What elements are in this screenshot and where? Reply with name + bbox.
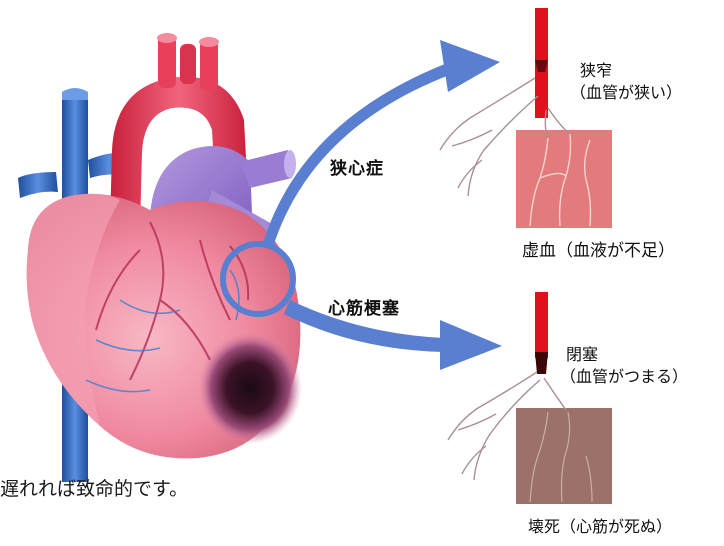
ischemia-label: 虚血（血液が不足） — [522, 236, 675, 261]
necrosis-label: 壊死（心筋が死ぬ） — [528, 513, 672, 537]
ischemia-panel — [440, 8, 612, 228]
caption-text: 遅れれば致命的です。 — [0, 474, 188, 501]
stenosis-note: （血管が狭い） — [570, 82, 682, 104]
necrosis-panel — [448, 292, 612, 504]
arrow-angina — [262, 40, 500, 250]
stenosis-title: 狭窄 — [576, 60, 682, 82]
occlusion-title: 閉塞 — [566, 344, 688, 366]
occlusion-label: 閉塞 （血管がつまる） — [566, 344, 688, 388]
infarction-label: 心筋梗塞 — [328, 294, 400, 319]
stenosis-label: 狭窄 （血管が狭い） — [576, 60, 682, 104]
occlusion-note: （血管がつまる） — [560, 366, 688, 388]
angina-label: 狭心症 — [330, 154, 384, 179]
